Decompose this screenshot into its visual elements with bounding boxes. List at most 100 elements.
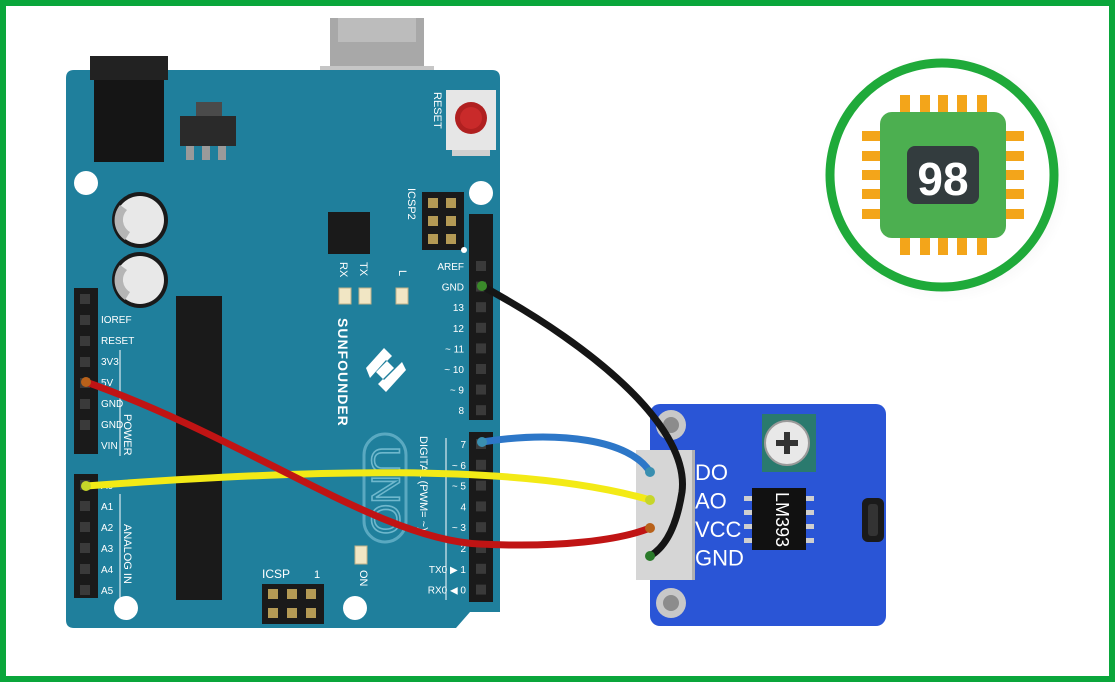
logo-pin xyxy=(920,233,930,255)
digital-header-bottom xyxy=(469,432,493,602)
icsp-pin1-label: 1 xyxy=(314,569,320,581)
mount-hole xyxy=(343,596,367,620)
tx-led xyxy=(358,287,372,305)
power-pin xyxy=(80,420,90,430)
brand-label: SUNFOUNDER xyxy=(335,318,351,427)
rx-led xyxy=(338,287,352,305)
power-pin-label: 3V3 xyxy=(101,357,119,368)
analog-pin-label: A5 xyxy=(101,586,114,597)
icsp-label: ICSP xyxy=(262,567,290,581)
digital-pin xyxy=(476,459,486,470)
digital-pin xyxy=(476,543,486,553)
wire-end-do-module xyxy=(645,467,655,477)
l-led xyxy=(395,287,409,305)
logo-pin xyxy=(938,233,948,255)
on-label: ON xyxy=(357,570,369,587)
module-pin-label: VCC xyxy=(695,517,742,542)
logo-number-plate xyxy=(907,146,979,204)
logo-pin xyxy=(977,95,987,117)
digital-pin-label: 12 xyxy=(453,324,465,335)
digital-pin-label: ~ 3 xyxy=(452,523,467,534)
digital-pin xyxy=(476,364,486,374)
logo-pin xyxy=(1002,151,1024,161)
wire-end-gnd-board xyxy=(477,281,487,291)
wire-end-gnd-module xyxy=(645,551,655,561)
module-pin-label: DO xyxy=(695,460,728,485)
digital-pin-label: ~ 10 xyxy=(444,365,464,376)
chip-label: LM393 xyxy=(772,492,792,547)
digital-pin xyxy=(476,563,486,574)
digital-pin-label: ~ 6 xyxy=(452,461,467,472)
logo-pin xyxy=(862,131,884,141)
logo-pin xyxy=(862,209,884,219)
analog-pin-label: A2 xyxy=(101,523,114,534)
comparator-chip xyxy=(744,488,814,550)
digital-pin-label: TX0 ▶ 1 xyxy=(429,565,467,576)
wire-do xyxy=(478,433,654,476)
digital-pin xyxy=(476,480,486,491)
power-pin xyxy=(80,357,90,367)
icsp2-label: ICSP2 xyxy=(405,188,417,220)
logo-pin xyxy=(900,233,910,255)
icsp-header xyxy=(262,584,324,624)
power-pin-label: 5V xyxy=(101,378,114,389)
board-body xyxy=(66,70,500,628)
logo-pin xyxy=(957,233,967,255)
logo-pin xyxy=(938,95,948,117)
usb-controller-chip xyxy=(328,212,370,254)
digital-pin xyxy=(476,322,486,333)
analog-header xyxy=(74,474,98,598)
power-pin-label: GND xyxy=(101,399,123,410)
rx-label: RX xyxy=(337,262,349,278)
wire-ao xyxy=(82,469,654,504)
logo-pin xyxy=(1002,209,1024,219)
digital-pin xyxy=(476,384,486,395)
capacitor-2 xyxy=(112,252,168,308)
logo-pin xyxy=(977,233,987,255)
arduino-board: RESET ICSP2 RX TX L SUNFOUNDER xyxy=(66,18,500,628)
chip-logo: 98 xyxy=(821,53,1071,303)
logo-pin xyxy=(900,95,910,117)
mount-hole xyxy=(74,171,98,195)
digital-pin-label: 2 xyxy=(460,544,466,555)
digital-pin-label: 7 xyxy=(460,440,466,451)
power-pin-label: VIN xyxy=(101,441,118,452)
wire-gnd xyxy=(478,282,686,560)
wire-end-ao-board xyxy=(81,481,91,491)
on-led xyxy=(354,545,368,565)
analog-pin xyxy=(80,564,90,574)
wires xyxy=(81,281,686,561)
digital-pin-label: RX0 ◀ 0 xyxy=(428,586,467,597)
digital-pin xyxy=(476,522,486,533)
power-pin-label: GND xyxy=(101,420,123,431)
capacitor-1 xyxy=(112,192,168,248)
analog-pin xyxy=(80,543,90,553)
module-pin-label: AO xyxy=(695,489,727,514)
potentiometer-icon xyxy=(762,414,816,472)
analog-pin-label: A1 xyxy=(101,502,114,513)
analog-pin xyxy=(80,501,90,511)
logo-pin xyxy=(862,151,884,161)
logo-pin xyxy=(862,170,884,180)
module-pin-label: GND xyxy=(695,546,744,571)
wire-vcc xyxy=(82,378,654,549)
digital-pin-label: AREF xyxy=(437,262,464,273)
reset-button[interactable] xyxy=(446,90,496,156)
tx-label: TX xyxy=(357,262,369,277)
digital-pin-label: 4 xyxy=(460,502,466,513)
power-pin-label: IOREF xyxy=(101,315,132,326)
logo-pin xyxy=(1002,170,1024,180)
analog-pin xyxy=(80,585,90,595)
wire-end-vcc-board xyxy=(81,377,91,387)
digital-pin xyxy=(476,405,486,416)
power-pin xyxy=(80,399,90,409)
l-label: L xyxy=(396,270,408,276)
wire-end-ao-module xyxy=(645,495,655,505)
logo-pin xyxy=(920,95,930,117)
power-group-label: POWER xyxy=(121,414,133,456)
digital-group-label: DIGITAL (PWM= ~) xyxy=(417,436,429,531)
module-pin-labels: DO AO VCC GND xyxy=(695,460,744,571)
